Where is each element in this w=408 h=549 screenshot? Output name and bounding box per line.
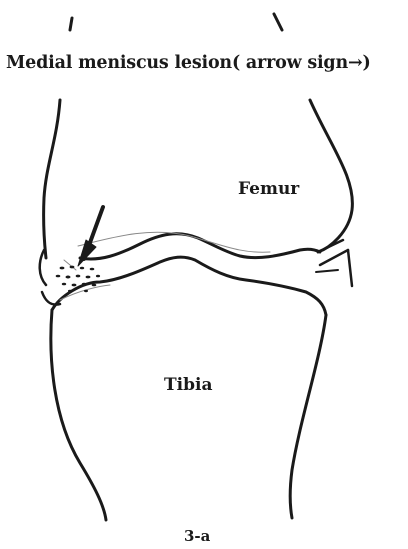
femur-right-edge — [310, 100, 352, 252]
femur-left-edge — [44, 100, 60, 258]
tibia-label: Tibia — [164, 375, 212, 395]
joint-margin-right-lower — [320, 250, 348, 265]
joint-margin-right-mid — [316, 270, 338, 272]
tibia-right-edge — [290, 315, 326, 518]
femur-label: Femur — [238, 179, 299, 199]
figure-id: 3-a — [184, 527, 210, 545]
figure-title: Medial meniscus lesion( arrow sign→) — [6, 53, 371, 73]
joint-margin-right-edge — [348, 250, 352, 286]
joint-margin-right-upper — [318, 240, 343, 252]
femur-shaft-left-stub — [70, 18, 72, 30]
femur-shaft-right-stub — [274, 14, 282, 30]
tibia-left-edge — [51, 310, 106, 520]
femur-condyle-surface — [80, 234, 320, 259]
faint-guide-line-left — [64, 260, 76, 270]
